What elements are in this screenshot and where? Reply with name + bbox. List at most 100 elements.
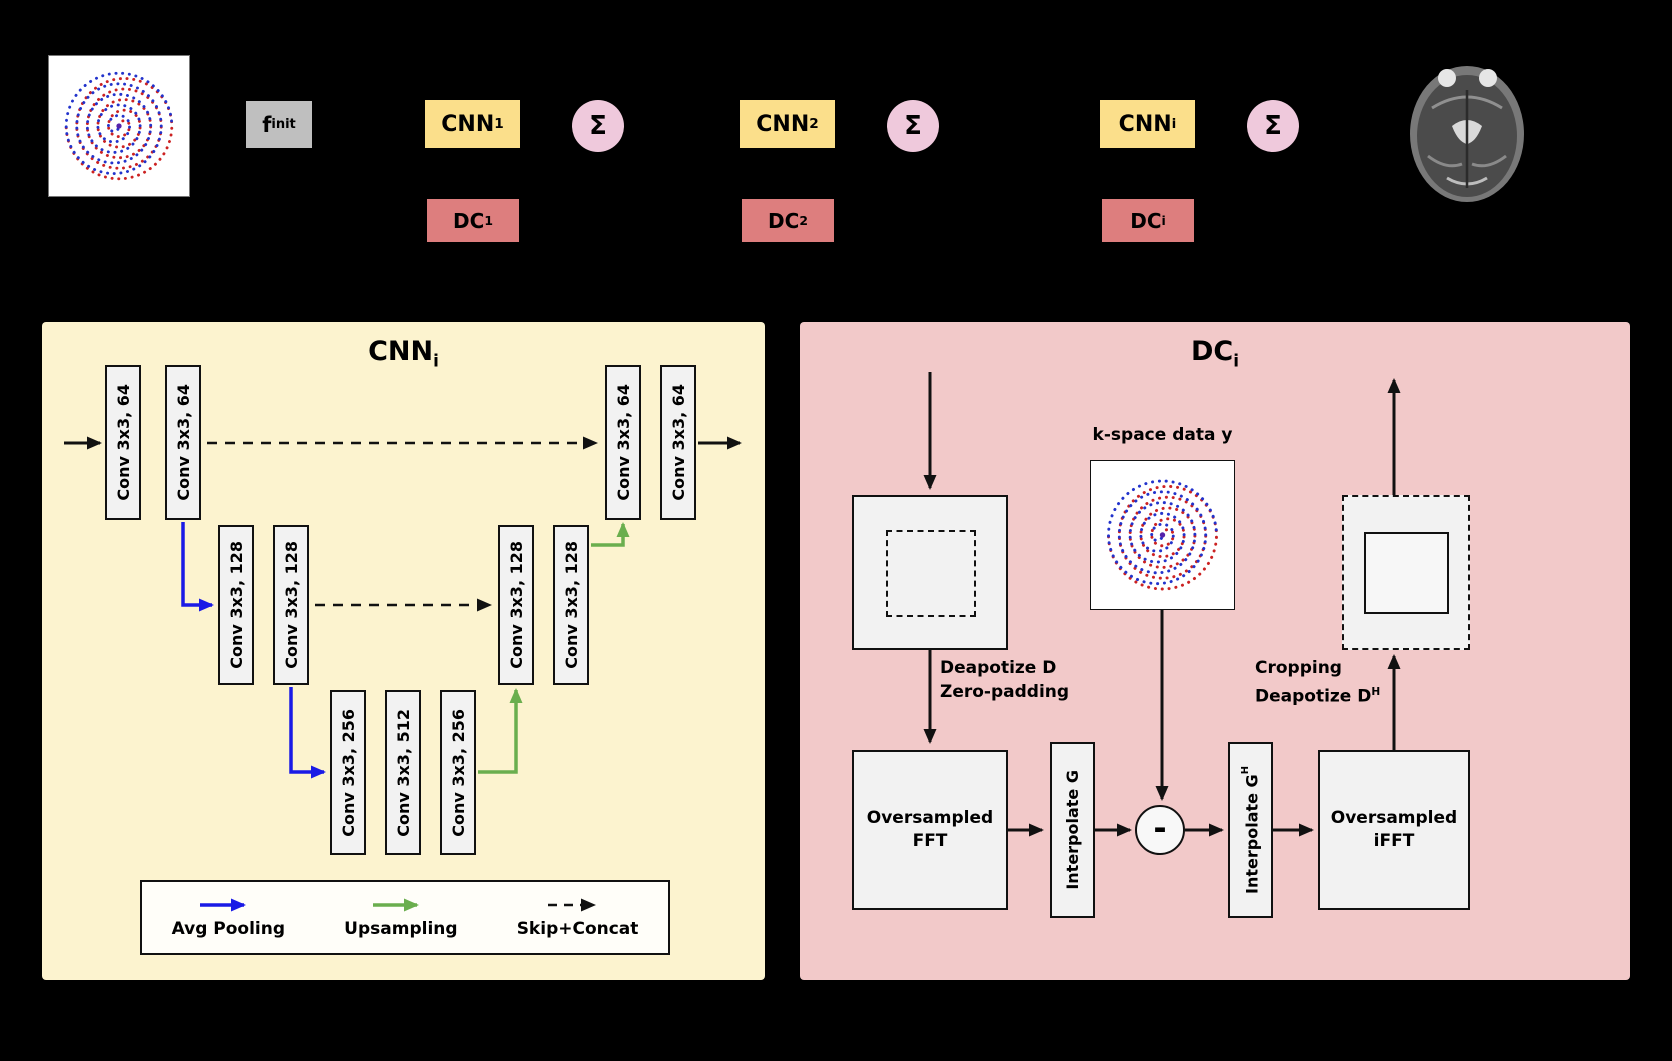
cropping-label-line2: Deapotize D — [1255, 686, 1372, 707]
spiral-trajectory-icon — [64, 71, 174, 181]
cnn-block-1-label: CNN — [441, 111, 495, 137]
conv-layer-label: Conv 3x3, 256 — [338, 708, 358, 837]
oversampled-fft-label-line1: Oversampled — [866, 808, 994, 828]
dc-block-1-label: DC — [453, 208, 485, 233]
oversampled-ifft-label-line1: Oversampled — [1330, 808, 1458, 828]
upsampling-arrow-icon — [372, 898, 419, 911]
dc-panel-title-base: DC — [1191, 336, 1234, 367]
avg-pooling-arrow-1 — [181, 522, 214, 612]
conv-layer-label: Conv 3x3, 128 — [561, 541, 581, 669]
conv-layer-label: Conv 3x3, 128 — [506, 541, 526, 669]
conv-layer-label: Conv 3x3, 64 — [173, 384, 193, 501]
conv-layer-label: Conv 3x3, 256 — [448, 708, 468, 837]
legend: Avg Pooling Upsampling Skip+Concat — [140, 880, 670, 955]
upsampling-arrow-2 — [591, 522, 630, 547]
cnn-block-1-subscript: 1 — [494, 116, 504, 132]
conv-layer-box: Conv 3x3, 128 — [273, 525, 309, 685]
dc-panel-title: DCi — [800, 336, 1630, 370]
sum-node-i: Σ — [1247, 100, 1299, 152]
cropping-label: Cropping Deapotize DH — [1255, 656, 1380, 709]
finit-label: f — [262, 112, 272, 137]
oversampled-ifft-label-line2: iFFT — [1373, 831, 1415, 851]
zero-pad-box — [852, 495, 1008, 650]
interpolate-gh-box: Interpolate GH — [1228, 742, 1273, 918]
sum-node-1: Σ — [572, 100, 624, 152]
cropping-label-line1: Cropping — [1255, 658, 1342, 678]
conv-layer-label: Conv 3x3, 64 — [113, 384, 133, 501]
conv-layer-box: Conv 3x3, 512 — [385, 690, 421, 855]
conv-layer-box: Conv 3x3, 256 — [440, 690, 476, 855]
conv-layer-box: Conv 3x3, 64 — [660, 365, 696, 520]
conv-layer-label: Conv 3x3, 64 — [668, 384, 688, 501]
subtract-node: - — [1135, 805, 1185, 855]
cnn-panel: CNNi Conv 3x3, 64 Conv 3x3, 64 Conv 3x3,… — [42, 322, 765, 980]
oversampled-fft-box: Oversampled FFT — [852, 750, 1008, 910]
interpolate-gh-label: Interpolate G — [1242, 774, 1262, 894]
cnn-block-2-label: CNN — [756, 111, 810, 137]
sum-node-2: Σ — [887, 100, 939, 152]
conv-layer-label: Conv 3x3, 64 — [613, 384, 633, 501]
interpolate-g-label: Interpolate G — [1063, 770, 1082, 890]
dc-panel: DCi Deapotize D Zero-padding Oversampled — [800, 322, 1630, 980]
sum-node-i-symbol: Σ — [1264, 111, 1282, 141]
avg-pooling-arrow-2 — [289, 687, 326, 779]
conv-layer-box: Conv 3x3, 128 — [498, 525, 534, 685]
finit-subscript: init — [271, 117, 296, 132]
legend-label-avg-pooling: Avg Pooling — [171, 918, 286, 939]
legend-item-skip-concat: Skip+Concat — [516, 897, 639, 939]
zero-pad-inner-region — [886, 530, 976, 617]
legend-label-skip-concat: Skip+Concat — [516, 918, 639, 939]
cnn-panel-title-base: CNN — [368, 336, 434, 367]
cnn-panel-title: CNNi — [42, 336, 765, 370]
legend-item-avg-pooling: Avg Pooling — [172, 897, 285, 939]
oversampled-fft-label-line2: FFT — [912, 831, 948, 851]
deapotize-label-line2: Zero-padding — [940, 682, 1070, 702]
interpolate-gh-superscript: H — [1239, 766, 1251, 775]
deapotize-label: Deapotize D Zero-padding — [940, 656, 1069, 704]
crop-inner-region — [1364, 532, 1449, 614]
skip-concat-arrow-icon — [547, 898, 596, 911]
dc-panel-title-subscript: i — [1233, 350, 1239, 371]
cnn-block-2-subscript: 2 — [809, 116, 819, 132]
brain-mri-icon — [1392, 38, 1542, 210]
interpolate-g-box: Interpolate G — [1050, 742, 1095, 918]
conv-layer-box: Conv 3x3, 64 — [165, 365, 201, 520]
dc-block-i-subscript: i — [1161, 213, 1166, 228]
kspace-input-image — [48, 55, 190, 197]
conv-layer-box: Conv 3x3, 256 — [330, 690, 366, 855]
sum-node-1-symbol: Σ — [589, 111, 607, 141]
deapotize-label-line1: Deapotize D — [940, 658, 1057, 678]
conv-layer-label: Conv 3x3, 128 — [226, 541, 246, 669]
conv-layer-label: Conv 3x3, 512 — [393, 708, 413, 837]
subtract-symbol: - — [1153, 809, 1167, 847]
legend-item-upsampling: Upsampling — [344, 897, 458, 939]
dc-block-i-label: DC — [1130, 208, 1162, 233]
cnn-block-i-label: CNN — [1118, 111, 1172, 137]
cnn-panel-title-subscript: i — [433, 350, 439, 371]
cnn-block-i-subscript: i — [1171, 116, 1177, 132]
conv-layer-box: Conv 3x3, 64 — [105, 365, 141, 520]
upsampling-arrow-1 — [478, 688, 523, 774]
conv-layer-box: Conv 3x3, 128 — [553, 525, 589, 685]
sum-node-2-symbol: Σ — [904, 111, 922, 141]
legend-label-upsampling: Upsampling — [344, 918, 458, 939]
oversampled-ifft-box: Oversampled iFFT — [1318, 750, 1470, 910]
crop-box — [1342, 495, 1470, 650]
dc-block-1-subscript: 1 — [484, 213, 493, 228]
dc-block-2-subscript: 2 — [799, 213, 808, 228]
cropping-label-superscript: H — [1371, 686, 1381, 698]
conv-layer-box: Conv 3x3, 128 — [218, 525, 254, 685]
conv-layer-box: Conv 3x3, 64 — [605, 365, 641, 520]
conv-layer-label: Conv 3x3, 128 — [281, 541, 301, 669]
kspace-data-label: k-space data y — [1092, 425, 1233, 445]
spiral-trajectory-icon — [1107, 479, 1218, 591]
brain-mri-output-image — [1392, 38, 1542, 210]
